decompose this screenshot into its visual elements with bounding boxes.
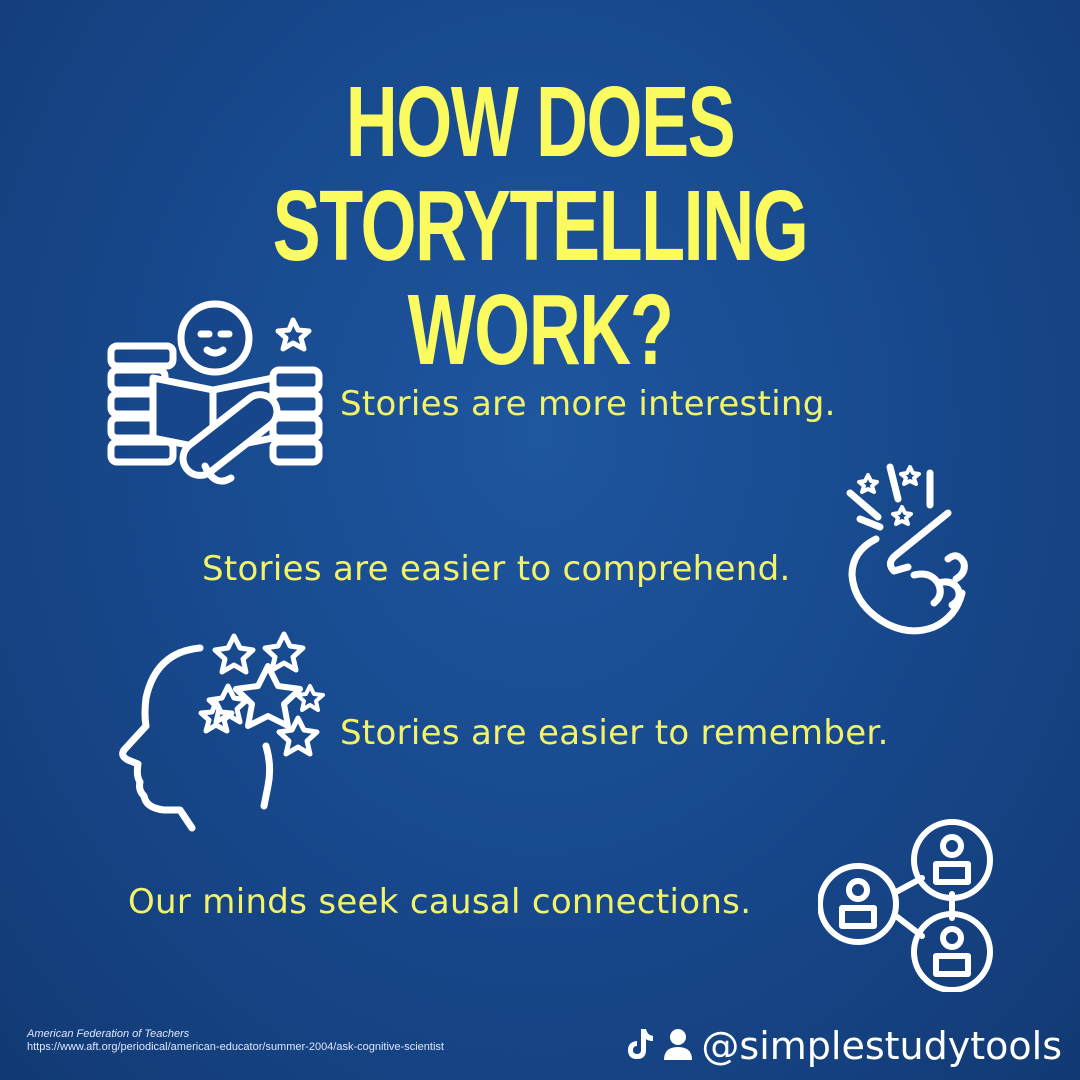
source-citation: American Federation of Teachers https://… xyxy=(27,1028,444,1054)
handle-text: @simplestudytools xyxy=(701,1024,1062,1068)
title-line-1: HOW DOES STORYTELLING xyxy=(272,66,809,282)
point-remember: Stories are easier to remember. xyxy=(340,713,889,753)
title-line-2: WORK? xyxy=(407,274,674,386)
tiktok-icon xyxy=(625,1027,655,1066)
point-causal: Our minds seek causal connections. xyxy=(128,882,752,922)
reading-person-icon xyxy=(105,298,327,498)
page-title: HOW DOES STORYTELLING WORK? xyxy=(0,70,1080,382)
point-interesting: Stories are more interesting. xyxy=(340,384,836,424)
source-organization: American Federation of Teachers xyxy=(27,1028,190,1040)
source-url[interactable]: https://www.aft.org/periodical/american-… xyxy=(27,1041,444,1053)
social-handle: @simplestudytools xyxy=(625,1021,1062,1071)
network-people-icon xyxy=(818,816,998,992)
finger-snap-icon xyxy=(838,455,978,645)
person-icon xyxy=(663,1027,693,1066)
head-stars-icon xyxy=(116,626,326,836)
point-comprehend: Stories are easier to comprehend. xyxy=(202,549,791,589)
